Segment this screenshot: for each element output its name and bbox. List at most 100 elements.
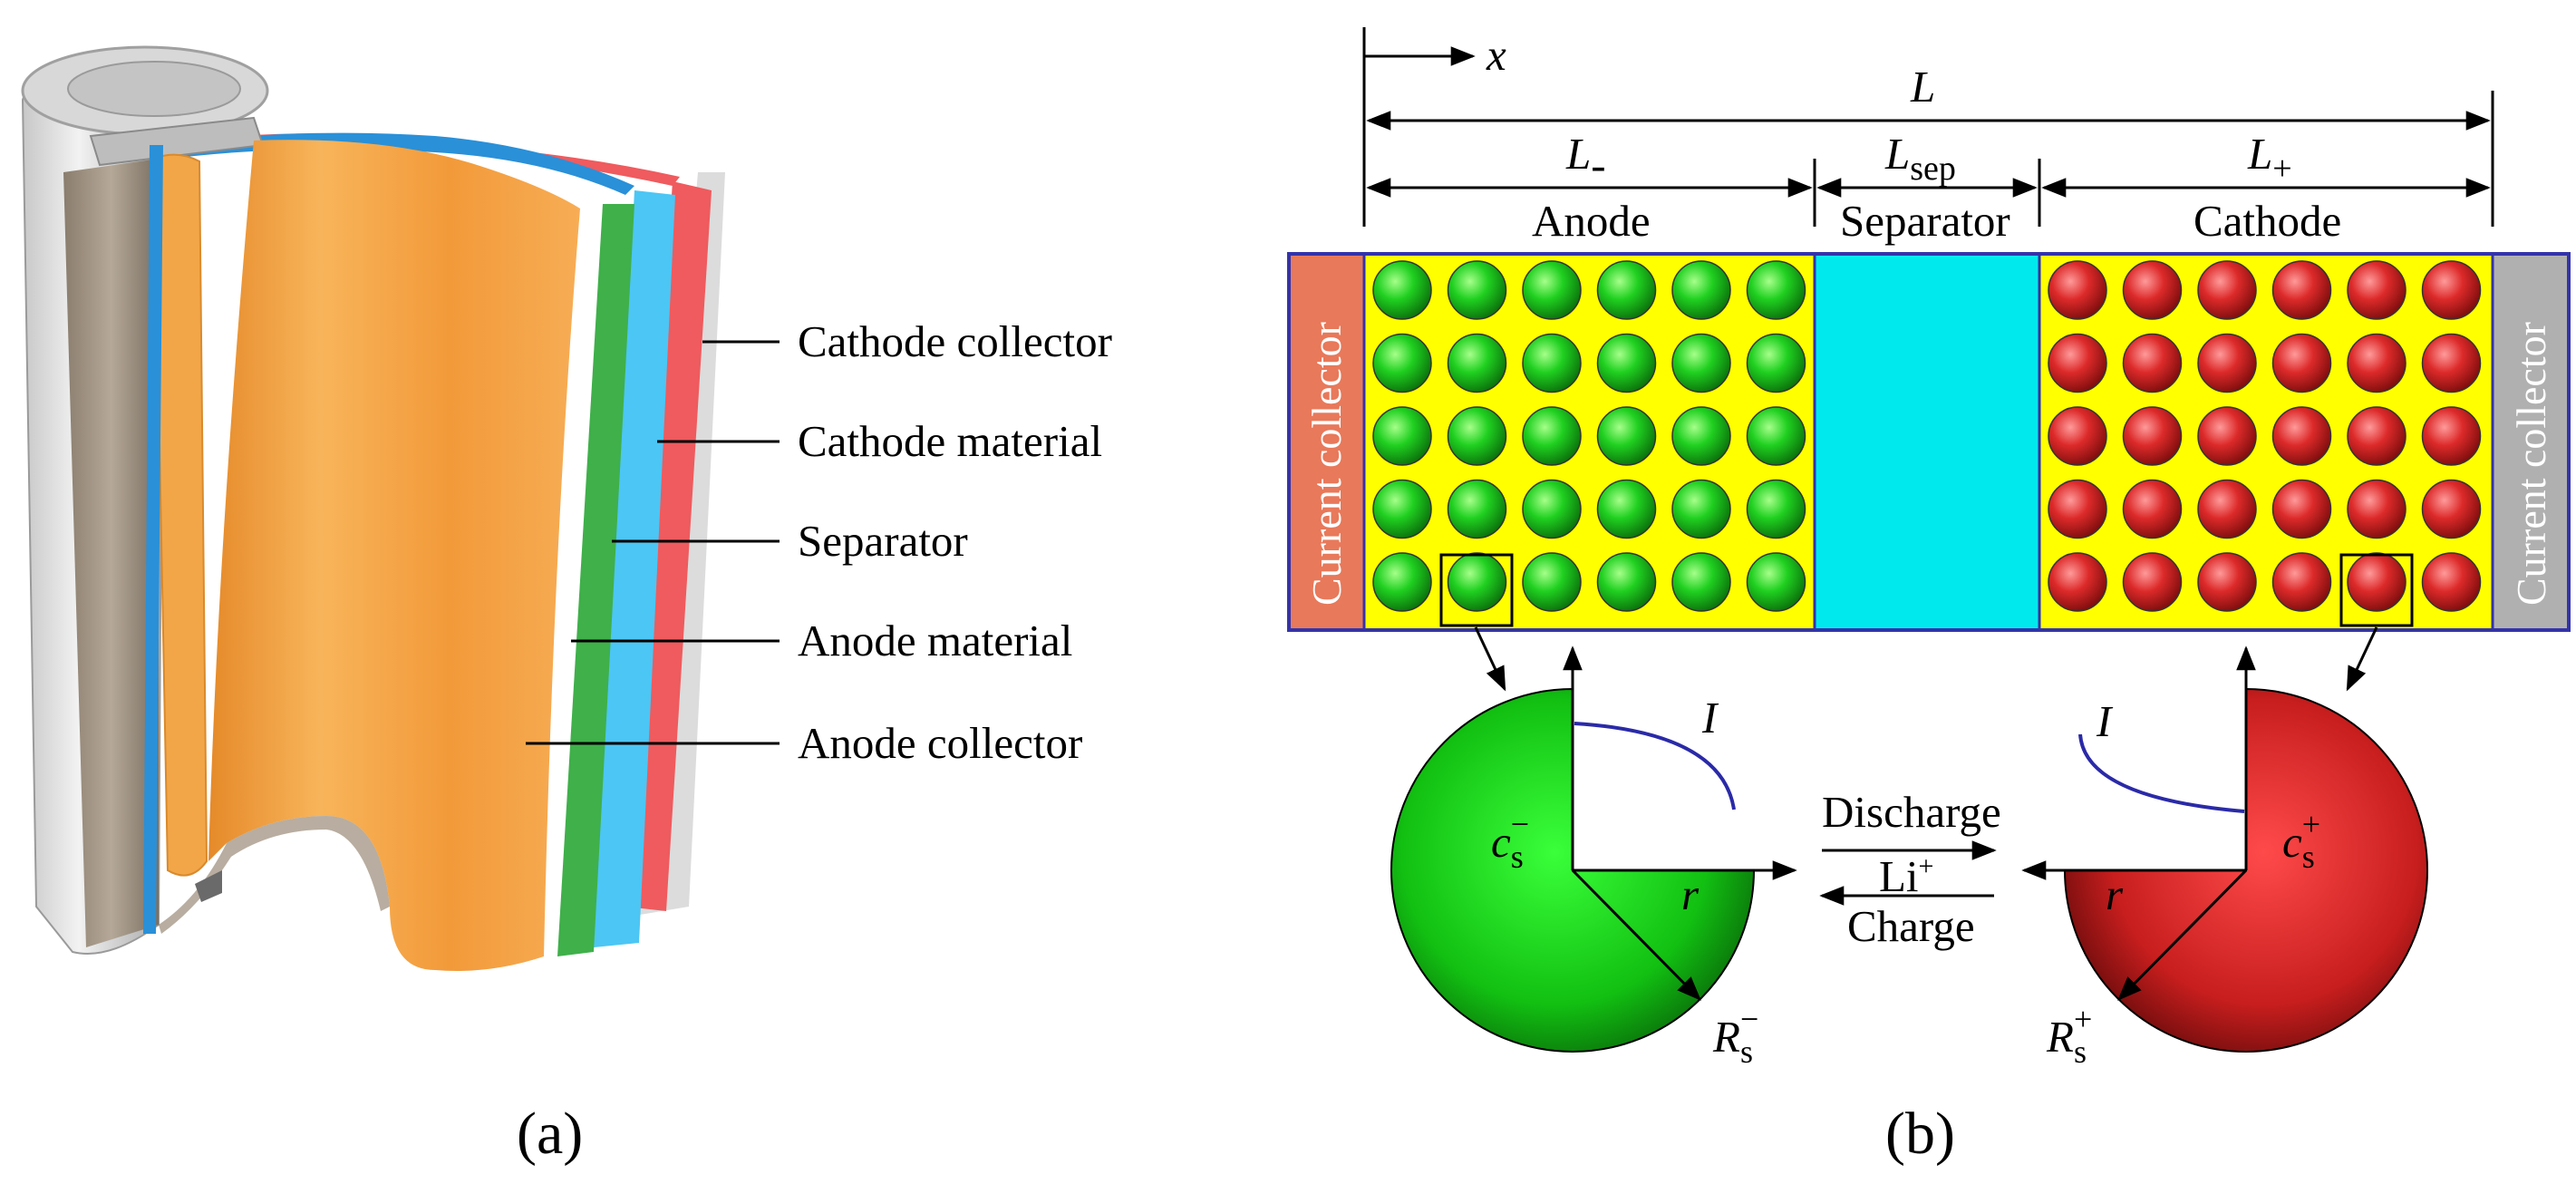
cathode-r-label: r (2106, 869, 2124, 919)
cell-cutaway-illustration (21, 45, 725, 972)
anode-particle (1596, 479, 1657, 539)
cathode-particle (2048, 479, 2107, 539)
anode-particle (1671, 260, 1731, 320)
separator-length-label: Lsep (1884, 129, 1956, 188)
region-separator-label: Separator (1840, 196, 2010, 246)
ion-transport: Discharge Li+ Charge (1819, 787, 2001, 951)
cathode-zoom-arrow (2346, 626, 2378, 692)
region-cathode-label: Cathode (2193, 196, 2341, 246)
anode-particle (1746, 479, 1806, 539)
anode-particle (1596, 260, 1657, 320)
cathode-particle (2421, 406, 2482, 466)
right-collector-label: Current collector (2508, 322, 2554, 606)
anode-particle (1447, 333, 1507, 393)
separator-region (1815, 254, 2039, 630)
top-cap-inner (67, 61, 241, 117)
label-separator: Separator (798, 516, 968, 566)
layer-labels: Cathode collector Cathode material Separ… (798, 316, 1112, 768)
anode-particle (1522, 260, 1582, 320)
anode-particle (1746, 552, 1806, 612)
cathode-conc-label: cs+ (2282, 806, 2320, 875)
inner-blue-edge (143, 145, 163, 934)
cathode-particle (2048, 333, 2107, 393)
cathode-particle (2048, 260, 2107, 320)
cathode-particle-highlight (2339, 553, 2414, 627)
label-cathode-material: Cathode material (798, 416, 1102, 466)
cell-frame (1287, 252, 2571, 632)
region-anode-label: Anode (1532, 196, 1651, 246)
cathode-particle (2421, 552, 2482, 612)
anode-particle (1746, 406, 1806, 466)
cathode-particle (2347, 552, 2407, 612)
cathode-particle (2197, 479, 2257, 539)
jelly-roll-core (63, 159, 159, 947)
anode-particle (1372, 479, 1432, 539)
cathode-particle (2347, 406, 2407, 466)
cathode-particle (2122, 552, 2183, 612)
cathode-particle (2197, 333, 2257, 393)
cathode-particle (2421, 479, 2482, 539)
panel-a-label: (a) (517, 1101, 583, 1167)
right-current-collector (2493, 254, 2569, 630)
cell-cross-section: Current collector Current collector (1287, 252, 2571, 632)
cathode-particle (2197, 260, 2257, 320)
cathode-current-label: I (2096, 696, 2114, 746)
cathode-particle (2122, 479, 2183, 539)
anode-r-label: r (1681, 869, 1700, 919)
anode-particle (1746, 333, 1806, 393)
anode-current-label: I (1701, 693, 1719, 742)
left-collector-label: Current collector (1303, 322, 1350, 606)
anode-particle (1596, 333, 1657, 393)
separator-layer (594, 190, 675, 947)
anode-particle (1596, 406, 1657, 466)
anode-particle (1447, 260, 1507, 320)
discharge-label: Discharge (1822, 787, 2001, 837)
anode-particle (1372, 552, 1432, 612)
cathode-particle-detail: I cs+ r Rs+ (2021, 645, 2428, 1070)
cathode-length-label: L+ (2247, 129, 2292, 188)
cathode-particle (2122, 406, 2183, 466)
charge-label: Charge (1847, 901, 1975, 951)
anode-length-label: L- (1565, 129, 1606, 189)
anode-particle-grid (1372, 260, 1806, 612)
cathode-current-curve (2078, 733, 2245, 813)
layer-leader-lines (526, 340, 780, 745)
cathode-particle (2122, 333, 2183, 393)
cathode-particle (2347, 479, 2407, 539)
cathode-particle (2271, 479, 2332, 539)
cathode-particle (2197, 552, 2257, 612)
anode-particle (1671, 333, 1731, 393)
cathode-region (2039, 254, 2493, 630)
anode-particle (1671, 479, 1731, 539)
inner-anode-rod (152, 153, 208, 877)
cathode-particle (2271, 260, 2332, 320)
anode-particle (1522, 479, 1582, 539)
label-anode-material: Anode material (798, 616, 1072, 665)
cathode-particle (2347, 333, 2407, 393)
anode-radius-arrow (1571, 869, 1701, 1001)
cathode-particle (2271, 333, 2332, 393)
cathode-radius-arrow (2117, 869, 2248, 1001)
cathode-particle (2048, 406, 2107, 466)
anode-particle (1522, 406, 1582, 466)
anode-conc-label: cs− (1491, 806, 1529, 875)
cathode-particle (2271, 406, 2332, 466)
x-axis-label: x (1486, 30, 1506, 80)
anode-particle (1671, 552, 1731, 612)
cathode-particle (2048, 552, 2107, 612)
cathode-particle (2271, 552, 2332, 612)
cathode-particle-grid (2048, 260, 2482, 612)
anode-material-layer (557, 204, 634, 956)
anode-particle (1596, 552, 1657, 612)
cathode-particle (2421, 260, 2482, 320)
anode-particle (1522, 552, 1582, 612)
dimension-ticks (1362, 27, 2494, 227)
label-cathode-collector: Cathode collector (798, 316, 1112, 366)
cathode-particle (2421, 333, 2482, 393)
anode-particle (1447, 552, 1507, 612)
panel-b-label: (b) (1885, 1101, 1955, 1167)
anode-particle-highlight (1439, 553, 1514, 627)
anode-particle (1372, 406, 1432, 466)
anode-particle (1447, 479, 1507, 539)
anode-particle (1372, 260, 1432, 320)
